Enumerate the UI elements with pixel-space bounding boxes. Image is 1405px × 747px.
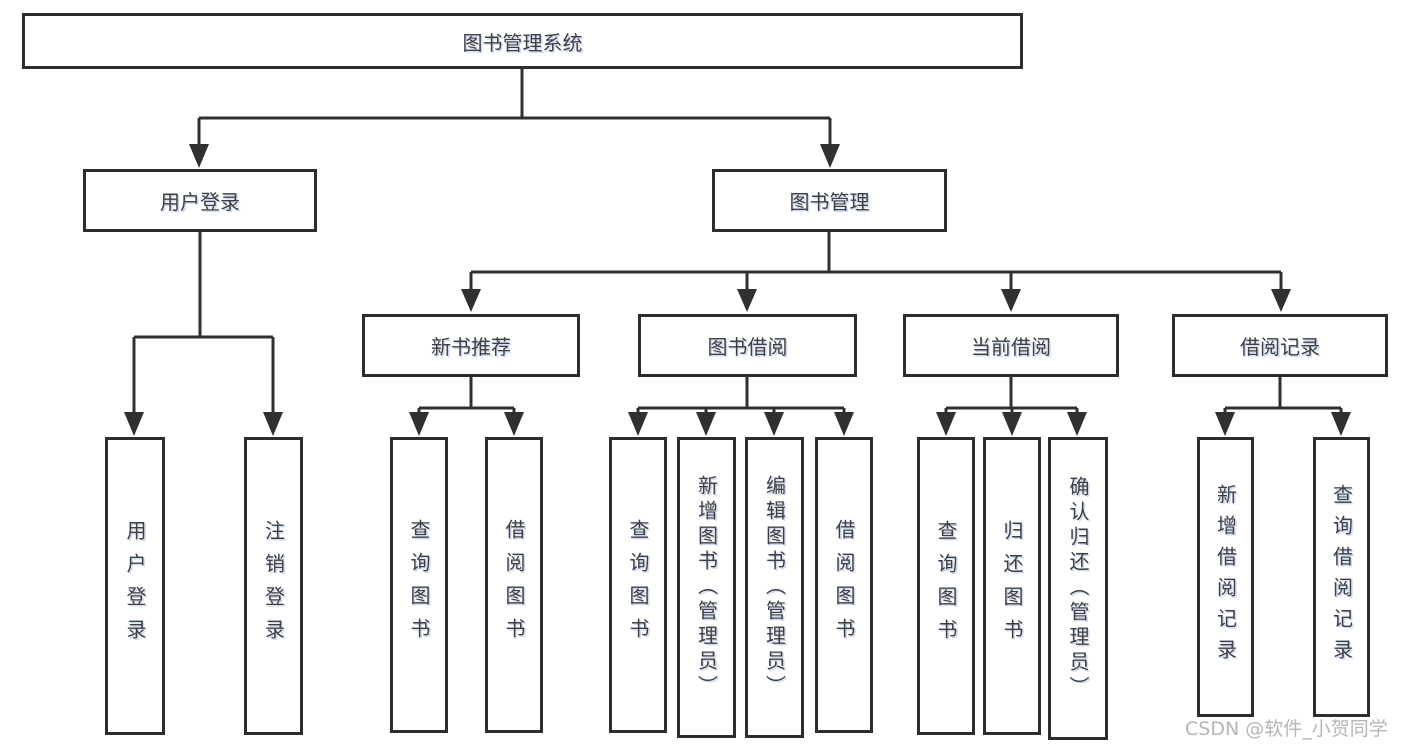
node-label: 用户登录	[160, 190, 240, 214]
arrowhead-icon	[1215, 412, 1235, 436]
node-label: 用户登录	[123, 520, 147, 652]
connector-newbook-to-leaves	[417, 377, 516, 414]
arrowhead-icon	[263, 412, 283, 436]
node-label: 注销登录	[261, 520, 286, 652]
node-library-system: 图书管理系统	[22, 13, 1023, 69]
leaf-query-books-recommend: 查询图书	[390, 437, 448, 733]
node-book-management: 图书管理	[712, 169, 947, 232]
node-label: 编辑图书（管理员）	[762, 475, 787, 700]
leaf-borrow-books: 借阅图书	[815, 437, 873, 733]
arrowhead-icon	[1002, 412, 1022, 436]
arrowhead-icon	[124, 412, 144, 436]
arrowhead-icon	[504, 412, 524, 436]
node-label: 查询图书	[626, 519, 650, 651]
leaf-query-books-borrow: 查询图书	[609, 437, 667, 733]
arrowhead-icon	[461, 289, 481, 312]
leaf-logout: 注销登录	[244, 437, 303, 735]
node-label: 借阅记录	[1240, 335, 1320, 359]
node-label: 新书推荐	[431, 335, 511, 359]
arrowhead-icon	[1271, 289, 1291, 312]
connector-current-to-leaves	[944, 377, 1079, 414]
node-label: 图书借阅	[707, 335, 788, 359]
node-label: 当前借阅	[971, 335, 1051, 359]
connector-borrow-to-leaves	[636, 377, 846, 414]
leaf-query-borrow-record: 查询借阅记录	[1313, 437, 1370, 717]
node-current-borrowing: 当前借阅	[903, 314, 1119, 377]
node-label: 借阅图书	[832, 519, 856, 651]
arrowhead-icon	[820, 144, 840, 168]
leaf-confirm-return-admin: 确认归还（管理员）	[1048, 437, 1108, 740]
arrowhead-icon	[1001, 289, 1021, 312]
node-label: 查询图书	[407, 519, 431, 651]
node-label: 确认归还（管理员）	[1066, 476, 1090, 701]
node-label: 图书管理系统	[462, 30, 583, 55]
connector-bookmgmt-to-level3	[469, 232, 1283, 290]
node-book-borrowing: 图书借阅	[638, 314, 857, 377]
arrowhead-icon	[1067, 412, 1087, 436]
arrowhead-icon	[764, 412, 784, 436]
leaf-add-borrow-record: 新增借阅记录	[1197, 437, 1254, 717]
leaf-query-books-current: 查询图书	[917, 437, 975, 735]
leaf-edit-book-admin: 编辑图书（管理员）	[745, 437, 804, 738]
arrowhead-icon	[628, 412, 648, 436]
node-user-login: 用户登录	[83, 169, 317, 232]
arrowhead-icon	[696, 412, 716, 436]
node-label: 查询借阅记录	[1329, 484, 1354, 670]
leaf-user-login: 用户登录	[105, 437, 165, 735]
connector-root-to-level2	[197, 69, 832, 146]
node-new-book-recommendation: 新书推荐	[362, 314, 580, 377]
arrowhead-icon	[189, 144, 209, 168]
connector-records-to-leaves	[1223, 377, 1343, 414]
arrowhead-icon	[409, 412, 429, 436]
node-label: 查询图书	[934, 520, 958, 652]
watermark: CSDN @软件_小贺同学	[1185, 718, 1388, 740]
leaf-add-book-admin: 新增图书（管理员）	[677, 437, 736, 738]
arrowhead-icon	[737, 289, 757, 312]
node-label: 图书管理	[789, 190, 870, 214]
node-label: 新增图书（管理员）	[694, 475, 719, 700]
node-borrowing-records: 借阅记录	[1172, 314, 1388, 377]
arrowhead-icon	[1331, 412, 1351, 436]
leaf-return-book: 归还图书	[983, 437, 1041, 735]
leaf-borrow-books-recommend: 借阅图书	[485, 437, 543, 733]
arrowhead-icon	[936, 412, 956, 436]
node-label: 新增借阅记录	[1213, 484, 1238, 670]
node-label: 归还图书	[1000, 520, 1024, 652]
node-label: 借阅图书	[502, 519, 526, 651]
arrowhead-icon	[834, 412, 854, 436]
connector-userlogin-to-leaves	[132, 232, 275, 414]
